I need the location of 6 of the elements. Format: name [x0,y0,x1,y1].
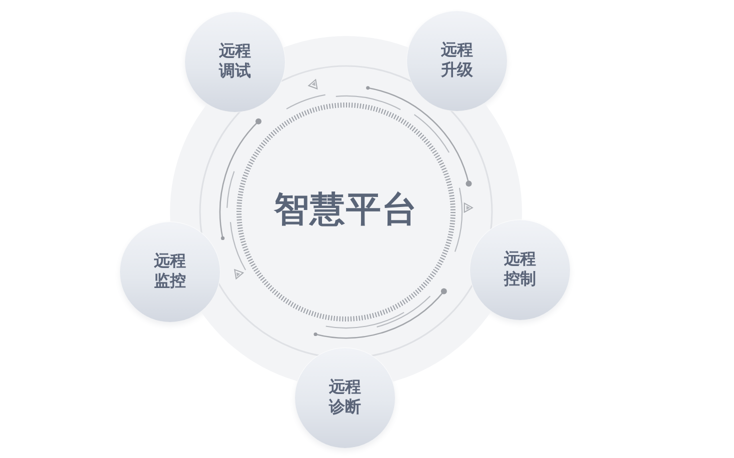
platform-title: 智慧平台 [274,191,418,230]
feature-label: 远程调试 [218,42,252,82]
feature-label: 远程升级 [440,41,474,81]
feature-label: 远程控制 [502,250,537,290]
feature-label: 远程监控 [153,252,187,292]
feature-label: 远程诊断 [328,378,362,418]
